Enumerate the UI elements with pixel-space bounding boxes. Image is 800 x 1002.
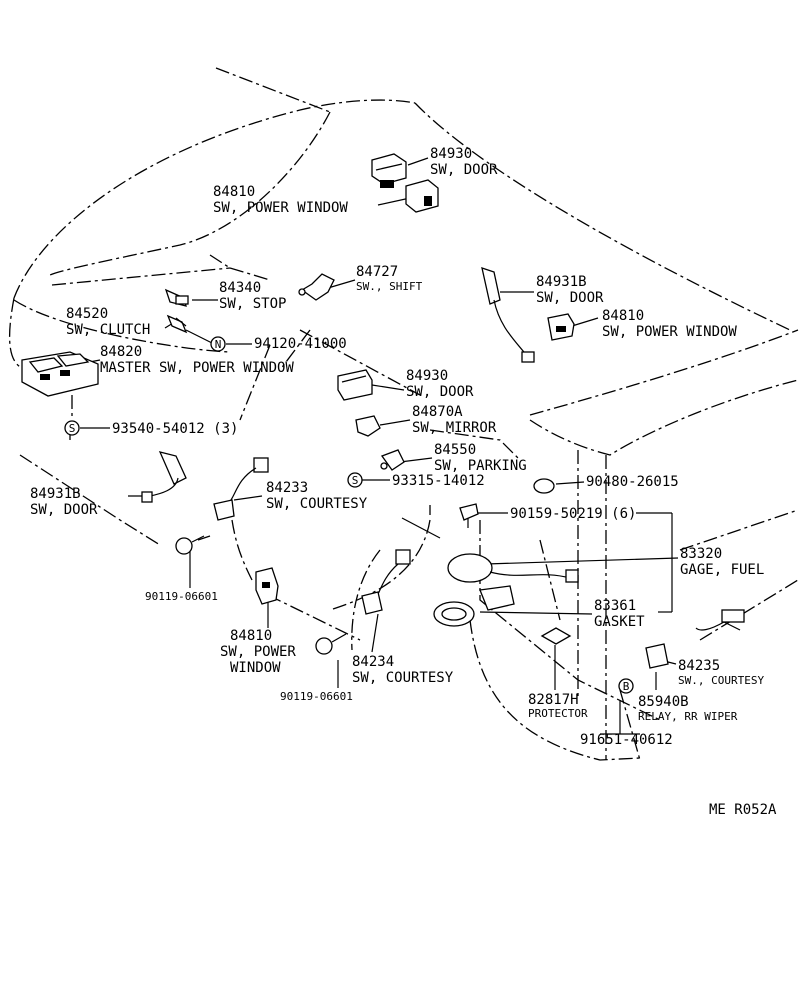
clutch-switch-84520 — [166, 314, 188, 334]
door-switch-84931b-left — [141, 451, 187, 503]
badges: N S S B — [64, 336, 634, 694]
courtesy-switch-84234 — [361, 549, 411, 615]
courtesy-switch-84235 — [695, 609, 745, 631]
callout-84520-name: SW, CLUTCH — [66, 322, 150, 338]
callout-90119-left-number: 90119-06601 — [145, 590, 218, 603]
callout-85940b-name: RELAY, RR WIPER — [638, 710, 738, 723]
stop-switch-84340 — [164, 288, 189, 307]
callout-84235-number: 84235 — [678, 658, 720, 674]
callout-84931b-right-number: 84931B — [536, 274, 587, 290]
gasket-83361 — [433, 601, 475, 627]
screw-90159 — [459, 503, 479, 528]
callout-84930-mid-name: SW, DOOR — [406, 384, 474, 400]
callout-90119-lower-number: 90119-06601 — [280, 690, 353, 703]
callout-84340-number: 84340 — [219, 280, 261, 296]
components — [21, 153, 745, 669]
callout-84233-name: SW, COURTESY — [266, 496, 368, 512]
badge-b: B — [623, 680, 630, 693]
power-window-switch-84810-right — [547, 313, 575, 341]
callout-83320-number: 83320 — [680, 546, 722, 562]
callout-84930-top-number: 84930 — [430, 146, 472, 162]
callout-93315-number: 93315-14012 — [392, 473, 485, 489]
callout-84234-number: 84234 — [352, 654, 394, 670]
callout-84810-top-number: 84810 — [213, 184, 255, 200]
callout-84235-name: SW., COURTESY — [678, 674, 764, 687]
callout-84550-name: SW, PARKING — [434, 458, 527, 474]
callout-84810-lower-number: 84810 — [230, 628, 272, 644]
relay-85940b — [645, 643, 669, 669]
callout-84931b-left-number: 84931B — [30, 486, 81, 502]
badge-s-93315: S — [352, 474, 359, 487]
callout-84234-name: SW, COURTESY — [352, 670, 454, 686]
callout-84810-lower-name: SW, POWER — [220, 644, 296, 660]
callout-84810-right-number: 84810 — [602, 308, 644, 324]
callout-91651-number: 91651-40612 — [580, 732, 673, 748]
shift-switch-84727 — [298, 273, 335, 301]
power-window-switch-84810-top — [405, 179, 439, 213]
master-switch-84820 — [21, 351, 99, 397]
bolt-90119-left — [175, 535, 205, 555]
leader-lines — [73, 157, 741, 735]
callout-84931b-left-name: SW, DOOR — [30, 502, 98, 518]
callout-84810-right-name: SW, POWER WINDOW — [602, 324, 737, 340]
callout-84820-number: 84820 — [100, 344, 142, 360]
callout-labels: 84930 SW, DOOR 84810 SW, POWER WINDOW 84… — [30, 146, 777, 818]
bolt-90119-lower — [315, 633, 347, 655]
callout-82817h-name: PROTECTOR — [528, 707, 588, 720]
courtesy-switch-84233 — [213, 457, 269, 521]
callout-83320-name: GAGE, FUEL — [680, 562, 764, 578]
callout-84931b-right-name: SW, DOOR — [536, 290, 604, 306]
grommet-90480 — [533, 478, 555, 494]
callout-84870a-name: SW, MIRROR — [412, 420, 497, 436]
badge-s-93540: S — [69, 422, 76, 435]
callout-84727-name: SW., SHIFT — [356, 280, 423, 293]
callout-84870a-number: 84870A — [412, 404, 463, 420]
callout-82817h-number: 82817H — [528, 692, 579, 708]
door-switch-84930-mid — [337, 369, 373, 401]
callout-84233-number: 84233 — [266, 480, 308, 496]
callout-84340-name: SW, STOP — [219, 296, 286, 312]
callout-84930-mid-number: 84930 — [406, 368, 448, 384]
callout-94120-number: 94120-41000 — [254, 336, 347, 352]
callout-84810-top-name: SW, POWER WINDOW — [213, 200, 348, 216]
callout-84520-number: 84520 — [66, 306, 108, 322]
callout-85940b-number: 85940B — [638, 694, 689, 710]
callout-93540-number: 93540-54012 (3) — [112, 421, 238, 437]
callout-84727-number: 84727 — [356, 264, 398, 280]
door-switch-84931b-right — [481, 267, 535, 363]
protector-82817h — [540, 627, 572, 645]
callout-83361-number: 83361 — [594, 598, 636, 614]
callout-84930-top-name: SW, DOOR — [430, 162, 498, 178]
badge-n: N — [215, 338, 222, 351]
callout-84550-number: 84550 — [434, 442, 476, 458]
callout-90480-number: 90480-26015 — [586, 474, 679, 490]
door-switch-84930-top — [371, 153, 407, 188]
callout-83361-name: GASKET — [594, 614, 645, 630]
fuel-gage-83320 — [447, 553, 579, 611]
callout-90159-number: 90159-50219 (6) — [510, 506, 636, 522]
figure-code: ME R052A — [709, 802, 777, 818]
parking-switch-84550 — [380, 449, 405, 471]
callout-84820-name: MASTER SW, POWER WINDOW — [100, 360, 294, 376]
callout-84810-lower-name2: WINDOW — [230, 660, 281, 676]
mirror-switch-84870a — [355, 415, 381, 437]
power-window-switch-84810-lower — [255, 567, 279, 605]
